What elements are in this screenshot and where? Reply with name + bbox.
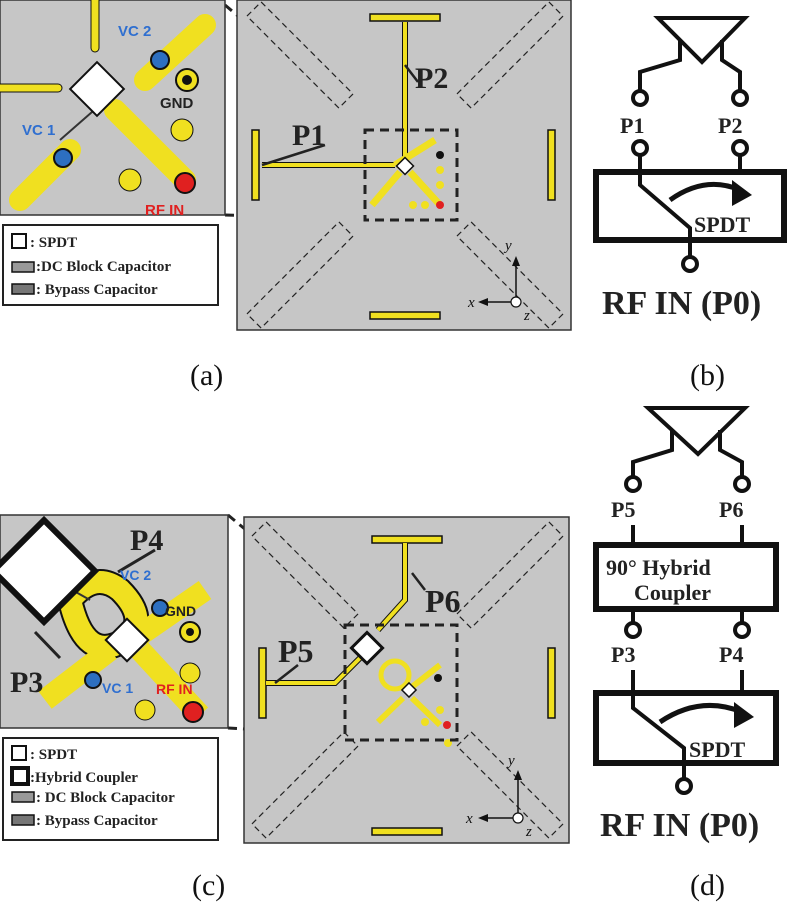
caption-a: (a) bbox=[190, 359, 223, 392]
caption-d: (d) bbox=[690, 869, 725, 902]
axis-z-c: z bbox=[525, 824, 532, 840]
p3-label-d: P3 bbox=[611, 642, 635, 667]
inset-c-traces bbox=[9, 554, 212, 723]
p2-leader bbox=[404, 64, 419, 83]
coupler-line2-d: Coupler bbox=[634, 580, 711, 605]
hybrid-coupler-inset-c bbox=[0, 515, 100, 627]
dc-block-legend-icon-a bbox=[11, 261, 35, 273]
p4-label-c: P4 bbox=[130, 524, 163, 557]
hybrid-legend-icon-c bbox=[10, 766, 30, 786]
legend-spdt-a: : SPDT bbox=[30, 235, 77, 251]
panel-c: P4 P3 VC 2 VC 1 GND RF IN : SPDT :Hybrid… bbox=[0, 513, 570, 902]
coupler-line1-d: 90° Hybrid bbox=[606, 555, 711, 580]
spdt-chip-c bbox=[104, 617, 150, 663]
axis-z-a: z bbox=[523, 308, 530, 324]
axis-y-a: y bbox=[503, 238, 512, 254]
legend-dc-block-a: :DC Block Capacitor bbox=[36, 259, 171, 275]
p3-label-c: P3 bbox=[10, 666, 43, 699]
legend-a bbox=[2, 224, 219, 306]
board-a-traces bbox=[262, 22, 444, 209]
legend-bypass-c: : Bypass Capacitor bbox=[36, 813, 158, 829]
board-c-dipoles bbox=[251, 521, 564, 839]
p2-label-a: P2 bbox=[415, 62, 448, 95]
p5-label-d: P5 bbox=[611, 497, 635, 522]
panel-d: P5 P6 90° Hybrid Coupler P3 P4 SPDT RF I… bbox=[593, 406, 779, 902]
rf-in-via-a bbox=[174, 172, 196, 194]
panel-b: P1 P2 SPDT RF IN (P0) (b) bbox=[593, 16, 787, 392]
p6-label-d: P6 bbox=[719, 497, 743, 522]
rf-in-label-d: RF IN (P0) bbox=[600, 807, 759, 844]
legend-dc-block-c: : DC Block Capacitor bbox=[36, 790, 175, 806]
axis-y-c: y bbox=[506, 753, 515, 769]
gnd-label-a: GND bbox=[160, 95, 194, 112]
vc2-via-a bbox=[150, 50, 170, 70]
vc1-via-a bbox=[53, 148, 73, 168]
bypass-legend-icon-a bbox=[11, 283, 35, 295]
spdt-label-b: SPDT bbox=[694, 212, 751, 237]
spdt-chip-a bbox=[68, 60, 126, 118]
axis-x-c: x bbox=[465, 811, 473, 827]
wire-p1-b bbox=[638, 40, 682, 92]
antenna-triangle-d bbox=[642, 406, 750, 457]
wire-p2-b bbox=[720, 40, 742, 92]
caption-b: (b) bbox=[690, 359, 725, 392]
rf-in-label-c: RF IN bbox=[156, 681, 193, 697]
inset-a-traces bbox=[0, 0, 216, 211]
axes-a: y x z bbox=[467, 238, 530, 324]
p1-label-a: P1 bbox=[292, 119, 325, 152]
legend-bypass-a: : Bypass Capacitor bbox=[36, 282, 158, 298]
zoom-box-a bbox=[363, 128, 459, 222]
zoom-box-c bbox=[343, 623, 459, 742]
caption-c: (c) bbox=[192, 869, 225, 902]
axis-x-a: x bbox=[467, 295, 475, 311]
board-c-traces bbox=[266, 543, 452, 747]
legend-c bbox=[2, 737, 219, 841]
antenna-triangle-b bbox=[653, 16, 750, 65]
hybrid-coupler-board-c bbox=[349, 630, 385, 666]
p2-label-b: P2 bbox=[718, 113, 742, 138]
spdt-legend-icon-a bbox=[11, 233, 27, 249]
legend-hybrid-c: :Hybrid Coupler bbox=[30, 770, 138, 786]
spdt-label-d: SPDT bbox=[689, 737, 746, 762]
axes-c: y x z bbox=[465, 753, 532, 840]
vc1-label-c: VC 1 bbox=[102, 680, 133, 696]
vc2-label-a: VC 2 bbox=[118, 23, 151, 40]
vc2-label-c: VC 2 bbox=[120, 567, 151, 583]
p6-label-c: P6 bbox=[425, 583, 461, 619]
hybrid-coupler-block-d bbox=[593, 542, 779, 612]
board-a-dipoles bbox=[246, 1, 564, 329]
gnd-label-c: GND bbox=[165, 603, 196, 619]
rf-in-label-a: RF IN bbox=[145, 202, 184, 219]
switch-arm-b bbox=[638, 172, 692, 258]
p4-label-d: P4 bbox=[719, 642, 743, 667]
p1-label-b: P1 bbox=[620, 113, 644, 138]
panel-a: VC 2 VC 1 GND RF IN : SPDT :DC Block Cap… bbox=[0, 0, 572, 392]
p1-leader bbox=[261, 143, 326, 167]
rf-in-label-b: RF IN (P0) bbox=[602, 285, 761, 322]
p5-label-c: P5 bbox=[278, 633, 314, 669]
legend-spdt-c: : SPDT bbox=[30, 747, 77, 763]
vc1-label-a: VC 1 bbox=[22, 122, 55, 139]
